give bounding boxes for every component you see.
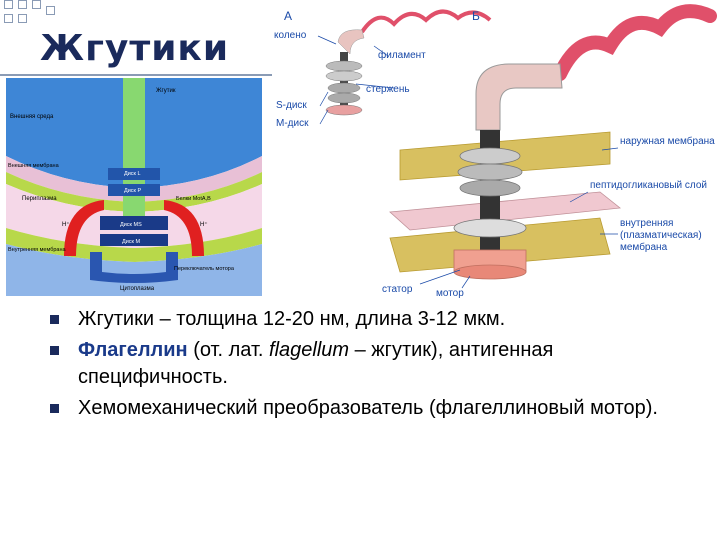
flagellum-shaft bbox=[123, 78, 145, 228]
bullet-square-icon bbox=[50, 346, 59, 355]
label-inner-membrane: Внутренняя мембрана bbox=[8, 247, 67, 253]
large-filament bbox=[560, 11, 710, 74]
flagellar-motor-structure-diagram: А Б колено филамент стержень S-диск М-ди… bbox=[270, 2, 720, 302]
label-periplasm: Периплазма bbox=[22, 196, 57, 202]
slide-title: Жгутики bbox=[40, 28, 229, 69]
label-outer-membrane: наружная мембрана bbox=[620, 136, 720, 148]
label-hook: колено bbox=[274, 30, 307, 41]
bullet-list: Жгутики – толщина 12-20 нм, длина 3-12 м… bbox=[50, 306, 690, 426]
bullet-text-3: Хемомеханический преобразователь (флагел… bbox=[78, 397, 658, 419]
label-s-disk: S-диск bbox=[276, 100, 307, 111]
label-stator: статор bbox=[382, 284, 413, 295]
label-disk-m: Диск M bbox=[122, 239, 140, 245]
bullet-text-1: Жгутики – толщина 12-20 нм, длина 3-12 м… bbox=[78, 308, 505, 330]
bullet-term-flagellin: Флагеллин bbox=[78, 339, 188, 361]
label-motor: мотор bbox=[436, 288, 464, 299]
small-hook bbox=[338, 30, 364, 54]
label-h-plus-left: H⁺ bbox=[62, 221, 70, 228]
label-disk-l: Диск L bbox=[124, 171, 141, 177]
label-disk-ms: Диск MS bbox=[120, 222, 142, 228]
label-h-plus-right: H⁺ bbox=[200, 221, 208, 228]
l-ring bbox=[460, 148, 520, 164]
large-hook bbox=[476, 64, 562, 130]
flagellum-cross-section-diagram: Жгутик Внешняя среда Внешняя мембрана Ди… bbox=[4, 76, 266, 298]
small-filament bbox=[362, 11, 490, 32]
bullet-latin-term: flagellum bbox=[269, 339, 349, 361]
bullet-item-2: Флагеллин (от. лат. flagellum – жгутик),… bbox=[50, 337, 690, 391]
label-filament: филамент bbox=[378, 49, 426, 61]
label-panel-b: Б bbox=[472, 9, 480, 23]
bullet-item-3: Хемомеханический преобразователь (флагел… bbox=[50, 395, 690, 422]
label-inner-membrane: внутренняя (плазматическая) мембрана bbox=[620, 218, 720, 254]
label-outer-membrane: Внешняя мембрана bbox=[8, 163, 60, 169]
bullet-text-2-pre: (от. лат. bbox=[188, 339, 269, 361]
p-ring bbox=[460, 180, 520, 196]
label-outer-env: Внешняя среда bbox=[10, 114, 54, 120]
label-rod: стержень bbox=[366, 84, 410, 95]
label-motor-switch: Переключатель мотора bbox=[174, 266, 235, 272]
label-panel-a: А bbox=[284, 9, 292, 23]
bullet-item-1: Жгутики – толщина 12-20 нм, длина 3-12 м… bbox=[50, 306, 690, 333]
label-m-disk: М-диск bbox=[276, 118, 309, 129]
label-disk-p: Диск P bbox=[124, 188, 141, 194]
bullet-square-icon bbox=[50, 315, 59, 324]
bullet-square-icon bbox=[50, 404, 59, 413]
label-proteins-motab: Белки MotA,B bbox=[176, 196, 211, 202]
label-flagellum: Жгутик bbox=[156, 88, 176, 94]
ms-ring bbox=[454, 219, 526, 237]
label-cytoplasm: Цитоплазма bbox=[120, 286, 155, 292]
label-peptidoglycan: пептидогликановый слой bbox=[590, 180, 720, 192]
